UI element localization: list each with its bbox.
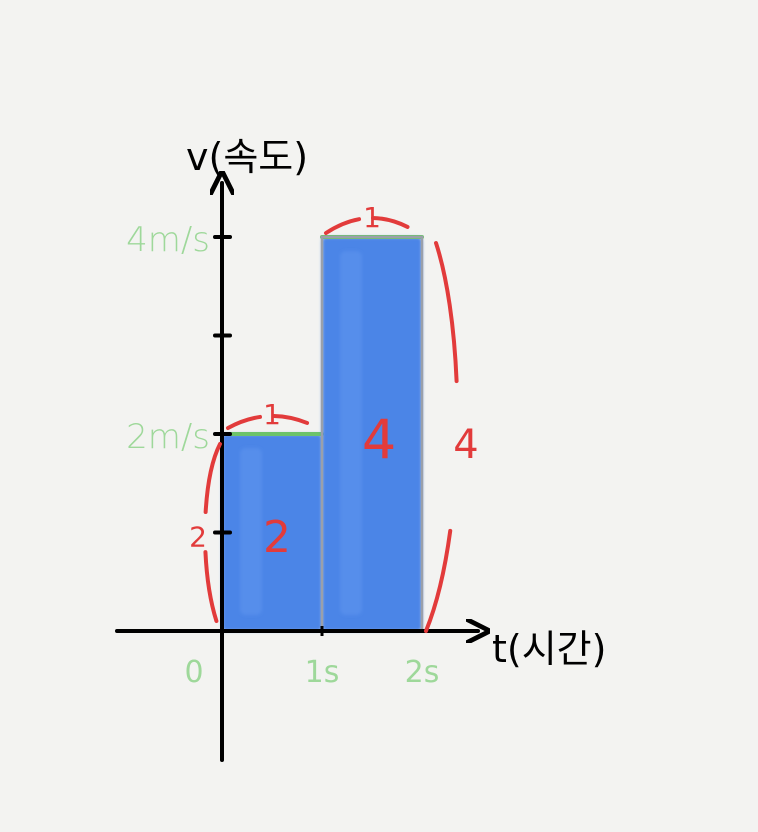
- bar-1-area-label: 2: [263, 512, 291, 563]
- y-tick-label-4: 4m/s: [126, 220, 210, 260]
- annotations-group: 1 1 2 4 2 4: [189, 201, 479, 633]
- y-tick-label-2: 2m/s: [126, 417, 210, 457]
- bar-2-width-label: 1: [363, 201, 381, 234]
- bar-2-highlight: [340, 251, 362, 615]
- labels-group: 2m/s 4m/s 0 1s 2s v(속도) t(시간): [126, 135, 606, 690]
- bar-2-height-brace: [424, 241, 460, 633]
- bar-2-area-label: 4: [362, 409, 396, 472]
- ticks-group: [213, 235, 324, 636]
- bar-1-height-brace: [203, 442, 222, 633]
- y-axis-label: v(속도): [186, 135, 308, 179]
- x-tick-label-2: 2s: [405, 655, 440, 690]
- x-tick-label-0: 0: [184, 655, 203, 690]
- bar-1-width-label: 1: [263, 398, 281, 431]
- bar-1-height-label: 2: [189, 521, 207, 554]
- bar-1-width-brace: [226, 414, 320, 430]
- bars-group: [220, 235, 424, 633]
- bar-1-highlight: [240, 448, 262, 615]
- bar-2-width-brace: [324, 216, 420, 235]
- x-axis-label: t(시간): [492, 627, 606, 671]
- x-tick-label-1: 1s: [305, 655, 340, 690]
- axes-group: [115, 183, 478, 762]
- bar-2-height-label: 4: [453, 422, 478, 468]
